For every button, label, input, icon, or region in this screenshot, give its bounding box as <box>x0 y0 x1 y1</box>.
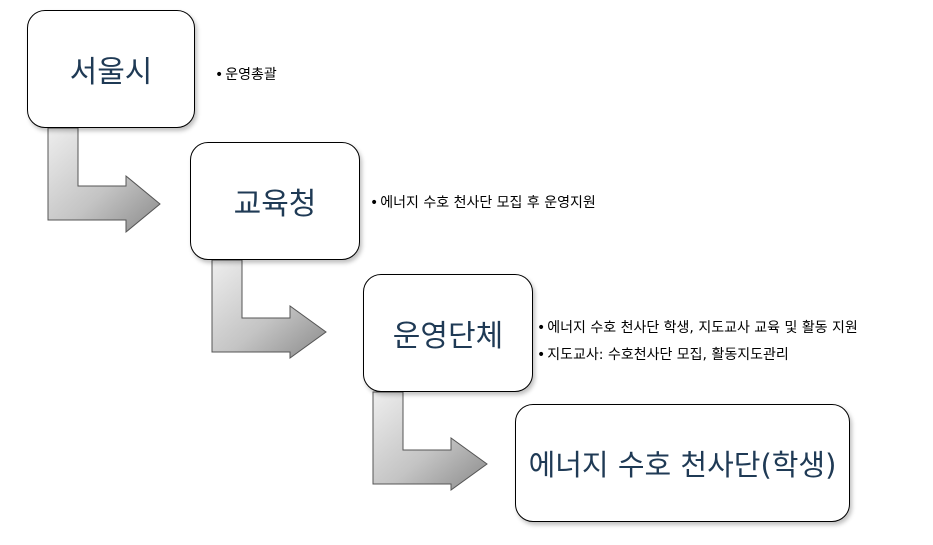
note-text: 운영총괄 <box>225 67 277 83</box>
box-seoul-city-title: 서울시 <box>69 55 153 90</box>
arrow-level-3-to-4 <box>372 391 488 491</box>
note-text: 지도교사: 수호천사단 모집, 활동지도관리 <box>547 347 789 363</box>
note-education-office-1: •에너지 수호 천사단 모집 후 운영지원 <box>370 194 596 212</box>
box-education-office-title: 교육청 <box>233 187 317 222</box>
note-text: 에너지 수호 천사단 학생, 지도교사 교육 및 활동 지원 <box>547 320 858 336</box>
bullet: • <box>215 67 224 83</box>
box-energy-guardian-students: 에너지 수호 천사단(학생) <box>515 404 850 522</box>
bullet: • <box>370 195 379 211</box>
arrow-level-1-to-2 <box>47 127 161 234</box>
box-energy-guardian-students-title: 에너지 수호 천사단(학생) <box>528 448 837 482</box>
note-seoul-city-1: •운영총괄 <box>215 66 277 84</box>
arrow-level-2-to-3 <box>211 259 327 359</box>
box-seoul-city: 서울시 <box>27 10 195 128</box>
note-operating-organization-2: •지도교사: 수호천사단 모집, 활동지도관리 <box>537 346 789 364</box>
box-operating-organization: 운영단체 <box>363 274 533 392</box>
box-education-office: 교육청 <box>190 142 360 260</box>
bullet: • <box>537 347 546 363</box>
note-operating-organization-1: •에너지 수호 천사단 학생, 지도교사 교육 및 활동 지원 <box>537 319 858 337</box>
note-text: 에너지 수호 천사단 모집 후 운영지원 <box>380 195 596 211</box>
bullet: • <box>537 320 546 336</box>
box-operating-organization-title: 운영단체 <box>392 319 504 354</box>
